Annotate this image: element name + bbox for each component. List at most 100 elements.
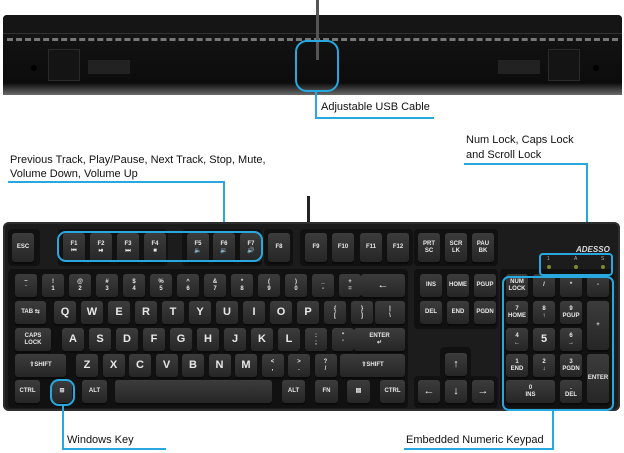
key-ins[interactable]: INS [420,274,442,297]
key-n[interactable]: N [208,354,231,377]
key-symbol[interactable]: ~` [15,274,37,297]
key-j[interactable]: J [224,328,246,351]
key-s[interactable]: S [89,328,111,351]
key-c[interactable]: C [129,354,151,377]
key-symbol[interactable]: ^6 [177,274,199,297]
key-pgdn[interactable]: PGDN [474,301,496,324]
key-x[interactable]: X [102,354,125,377]
key-shift[interactable]: ⇧SHIFT [15,354,66,377]
key-symbol[interactable]: "' [332,328,354,351]
key-w[interactable]: W [81,301,103,324]
key-l[interactable]: L [278,328,300,351]
key-u[interactable]: U [216,301,238,324]
key-symbol[interactable]: {[ [324,301,346,324]
key-symbol[interactable]: #3 [96,274,118,297]
key-k[interactable]: K [251,328,273,351]
key-d[interactable]: D [116,328,138,351]
key-symbol[interactable]: + [587,301,609,350]
key-space[interactable] [115,380,272,403]
key-tab[interactable]: TAB ⇆ [15,301,46,324]
key-symbol[interactable]: * [560,274,582,297]
key-symbol[interactable]: / [533,274,555,297]
key-f2[interactable]: F2⏯ [90,233,112,262]
key-m[interactable]: M [235,354,257,377]
key-t[interactable]: T [162,301,184,324]
key-f4[interactable]: F4■ [144,233,166,262]
key-pgup[interactable]: PGUP [474,274,496,297]
key-f6[interactable]: F6🔉 [213,233,235,262]
key-enter[interactable]: ENTER [587,354,609,403]
key-f8[interactable]: F8 [268,233,290,262]
key-ctrl[interactable]: CTRL [15,380,40,403]
key-symbol[interactable]: .DEL [560,380,582,403]
key-alt[interactable]: ALT [82,380,107,403]
key-symbol[interactable]: ?/ [314,354,337,377]
key-f10[interactable]: F10 [332,233,354,262]
key-symbol[interactable]: $4 [123,274,145,297]
key-shift[interactable]: ⇧SHIFT [340,354,405,377]
key-symbol[interactable]: |\ [375,301,405,324]
key-8[interactable]: 8↑ [533,301,555,324]
key-end[interactable]: END [447,301,469,324]
key-symbol[interactable]: ← [361,274,405,297]
key-f11[interactable]: F11 [360,233,382,262]
key-symbol[interactable]: ↑ [445,353,467,376]
key-symbol[interactable]: &7 [204,274,226,297]
key-symbol[interactable]: !1 [42,274,64,297]
key-symbol[interactable]: *8 [231,274,253,297]
key-h[interactable]: H [197,328,219,351]
key-f5[interactable]: F5🔈 [187,233,209,262]
key-del[interactable]: DEL [420,301,442,324]
key-esc[interactable]: ESC [12,233,34,262]
key-symbol[interactable]: - [587,274,609,297]
key-r[interactable]: R [135,301,157,324]
key-f3[interactable]: F3⏭ [117,233,139,262]
key-f12[interactable]: F12 [387,233,409,262]
key-symbol[interactable]: }] [351,301,373,324]
key-6[interactable]: 6→ [560,328,582,351]
key-f1[interactable]: F1⏮ [63,233,85,262]
key-symbol[interactable]: %5 [150,274,172,297]
key-symbol[interactable]: ▤ [347,380,370,403]
key-alt[interactable]: ALT [282,380,305,403]
key-i[interactable]: I [243,301,265,324]
key-symbol[interactable]: >. [288,354,310,377]
key-symbol[interactable]: <, [261,354,284,377]
key-home[interactable]: HOME [447,274,469,297]
key-g[interactable]: G [170,328,192,351]
key-symbol[interactable]: _- [312,274,334,297]
key-symbol[interactable]: → [472,380,494,403]
key-symbol[interactable]: )0 [285,274,307,297]
key-symbol[interactable]: (9 [258,274,280,297]
key-p[interactable]: P [297,301,319,324]
key-symbol[interactable]: ← [418,380,440,403]
key-5[interactable]: 5 [533,328,555,351]
key-v[interactable]: V [155,354,178,377]
key-2[interactable]: 2↓ [533,354,555,377]
key-q[interactable]: Q [54,301,76,324]
key-e[interactable]: E [108,301,130,324]
key-ctrl[interactable]: CTRL [380,380,405,403]
key-symbol[interactable]: :; [305,328,327,351]
key-fn[interactable]: FN [315,380,338,403]
key-symbol[interactable]: ↓ [445,380,467,403]
key-f9[interactable]: F9 [305,233,327,262]
key-a[interactable]: A [62,328,84,351]
key-f[interactable]: F [143,328,165,351]
key-b[interactable]: B [182,354,204,377]
key-o[interactable]: O [270,301,292,324]
key-z[interactable]: Z [76,354,98,377]
key-4[interactable]: 4← [506,328,528,351]
key-symbol[interactable]: @2 [69,274,91,297]
key-enter[interactable]: ENTER↵ [354,328,405,351]
